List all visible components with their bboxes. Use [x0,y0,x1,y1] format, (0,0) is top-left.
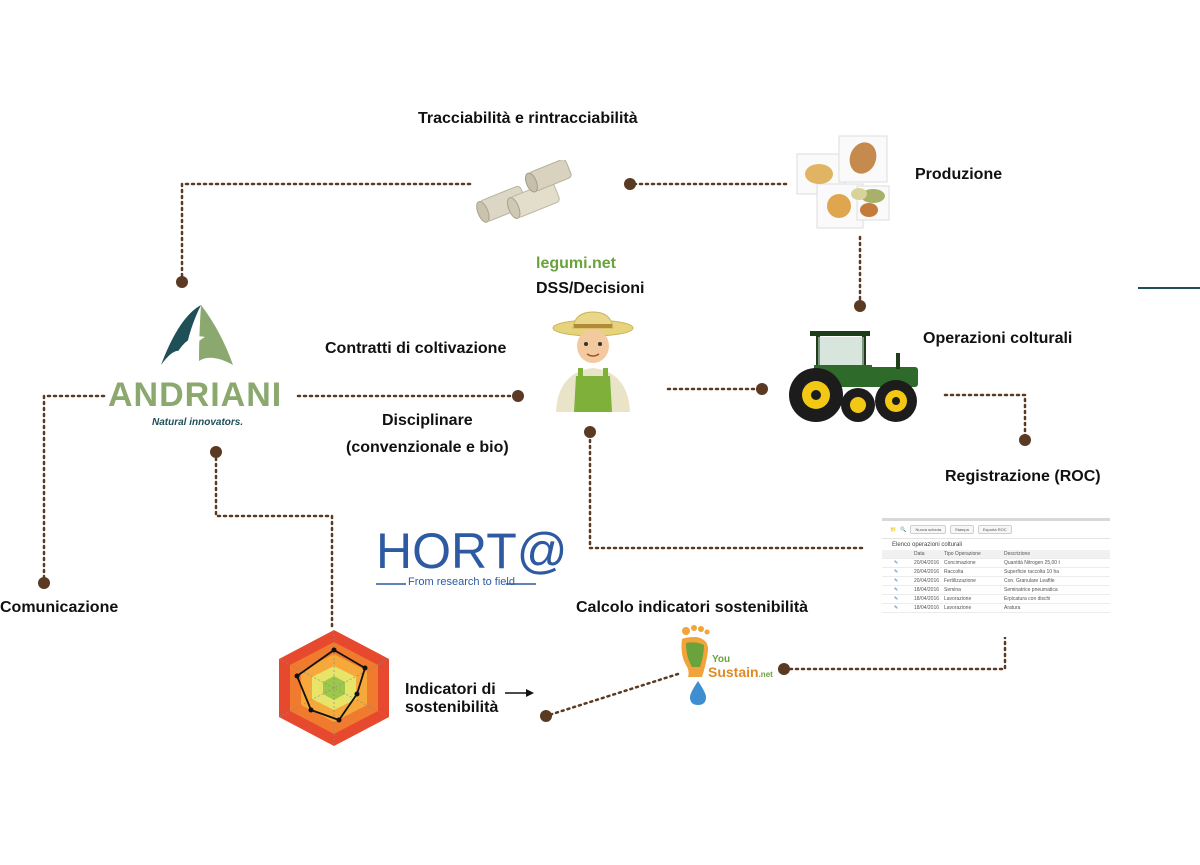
roc-cell: Aratura [1004,605,1021,611]
connector-dot [540,710,552,722]
connector-dot [584,426,596,438]
connector-roc-dss [588,430,864,550]
roc-cell: Fertilizzazione [944,578,976,584]
label-produzione: Produzione [915,166,1003,183]
roc-cell: 20/04/2016 [914,560,940,566]
tractor-image [789,331,918,422]
edit-icon: ✎ [894,587,899,593]
roc-cell: Concimazione [944,560,976,566]
connector-yousustain-indicatori [544,672,680,718]
table-row: ✎ 18/04/2016 Lavorazione Aratura [882,604,1110,613]
edit-icon: ✎ [894,605,899,611]
horta-tagline: From research to field [408,576,515,588]
label-disciplinare-2: (convenzionale e bio) [346,439,509,456]
roc-button: Stampa [950,525,974,534]
arrow-right-icon [505,689,534,697]
table-row: ✎ 18/04/2016 Lavorazione Erpicatura con dis… [882,595,1110,604]
connector-roc-yousustain [782,634,1007,671]
yousustain-footprint-icon [681,625,710,705]
label-calcolo: Calcolo indicatori sostenibilità [576,599,809,616]
roc-header-row: Data Tipo Operazione Descrizione [882,550,1110,559]
yousustain-you: You [712,654,731,665]
roc-cell: 20/04/2016 [914,578,940,584]
roc-cell: Raccolta [944,569,964,575]
horta-logo: HORT@ [376,523,568,579]
roc-cell: Seminatrice pneumatica [1004,587,1058,593]
connector-andriani-tracciabilita [180,182,472,284]
connector-operazioni-registrazione [943,393,1027,442]
table-row: ✎ 20/04/2016 Concimazione Quantità Nitrogen… [882,559,1110,568]
roc-col-header: Descrizione [1004,551,1031,557]
connector-andriani-indicatori [214,450,334,630]
connector-comunicazione [42,394,106,585]
sustainability-radar-image [278,630,390,746]
roc-cell: 18/04/2016 [914,596,940,602]
roc-cell: Lavorazione [944,596,972,602]
label-indicatori-1: Indicatori di [405,681,496,698]
edit-icon: ✎ [894,569,899,575]
connector-dot [854,300,866,312]
connector-dot [176,276,188,288]
roc-cell: Con. Granulare Leaftle [1004,578,1055,584]
connector-dot [778,663,790,675]
andriani-tagline: Natural innovators. [152,417,244,428]
table-row: ✎ 20/04/2016 Raccolta Superficie raccolta 1… [882,568,1110,577]
search-icon: 🔍 [900,526,907,533]
folder-icon: 📁 [890,526,897,533]
label-registrazione: Registrazione (ROC) [945,468,1101,485]
table-row: ✎ 20/04/2016 Fertilizzazione Con. Granulare… [882,577,1110,586]
edit-icon: ✎ [894,560,899,566]
connector-dot [210,446,222,458]
roc-cell: Superficie raccolta 10 ha [1004,569,1060,575]
label-disciplinare-1: Disciplinare [382,412,473,429]
andriani-logo-mark [161,305,233,365]
roc-cell: 18/04/2016 [914,605,940,611]
yousustain-suffix: .net [758,670,773,679]
andriani-wordmark: ANDRIANI [108,376,283,414]
label-tracciabilita: Tracciabilità e rintracciabilità [418,110,638,127]
yousustain-name: Sustain [708,664,759,680]
label-dss: DSS/Decisioni [536,280,645,297]
roc-cell: 18/04/2016 [914,587,940,593]
roc-screenshot: 📁 🔍 Nuova scheda Stampa Esporta ROC Elen… [882,518,1110,637]
label-indicatori-2: sostenibilità [405,699,499,716]
edit-icon: ✎ [894,578,899,584]
connector-dot [624,178,636,190]
roc-cell: Semina [944,587,961,593]
roc-button: Esporta ROC [977,525,1012,534]
label-operazioni: Operazioni colturali [923,330,1073,347]
farmer-image [552,311,634,412]
roc-col-header: Data [914,551,925,557]
label-comunicazione: Comunicazione [0,599,119,616]
roc-cell: Erpicatura con dischi [1004,596,1051,602]
connector-dot [756,383,768,395]
edit-icon: ✎ [894,596,899,602]
legumi-net-label: legumi.net [536,255,617,272]
label-contratti: Contratti di coltivazione [325,340,507,357]
roc-button: Nuova scheda [910,525,947,534]
roc-title: Elenco operazioni colturali [892,542,963,548]
horta-underline [376,583,536,585]
yousustain-wordmark: Sustain.net [708,664,773,680]
pasta-image [476,160,572,223]
roc-cell: 20/04/2016 [914,569,940,575]
roc-col-header: Tipo Operazione [944,551,981,557]
roc-toolbar: 📁 🔍 Nuova scheda Stampa Esporta ROC [882,521,1110,539]
connector-dot [38,577,50,589]
roc-cell: Lavorazione [944,605,972,611]
table-row: ✎ 18/04/2016 Semina Seminatrice pneumatica [882,586,1110,595]
legumes-image [796,135,890,229]
connector-dot [1019,434,1031,446]
connector-dot [512,390,524,402]
roc-cell: Quantità Nitrogen 25,00 t [1004,560,1060,566]
